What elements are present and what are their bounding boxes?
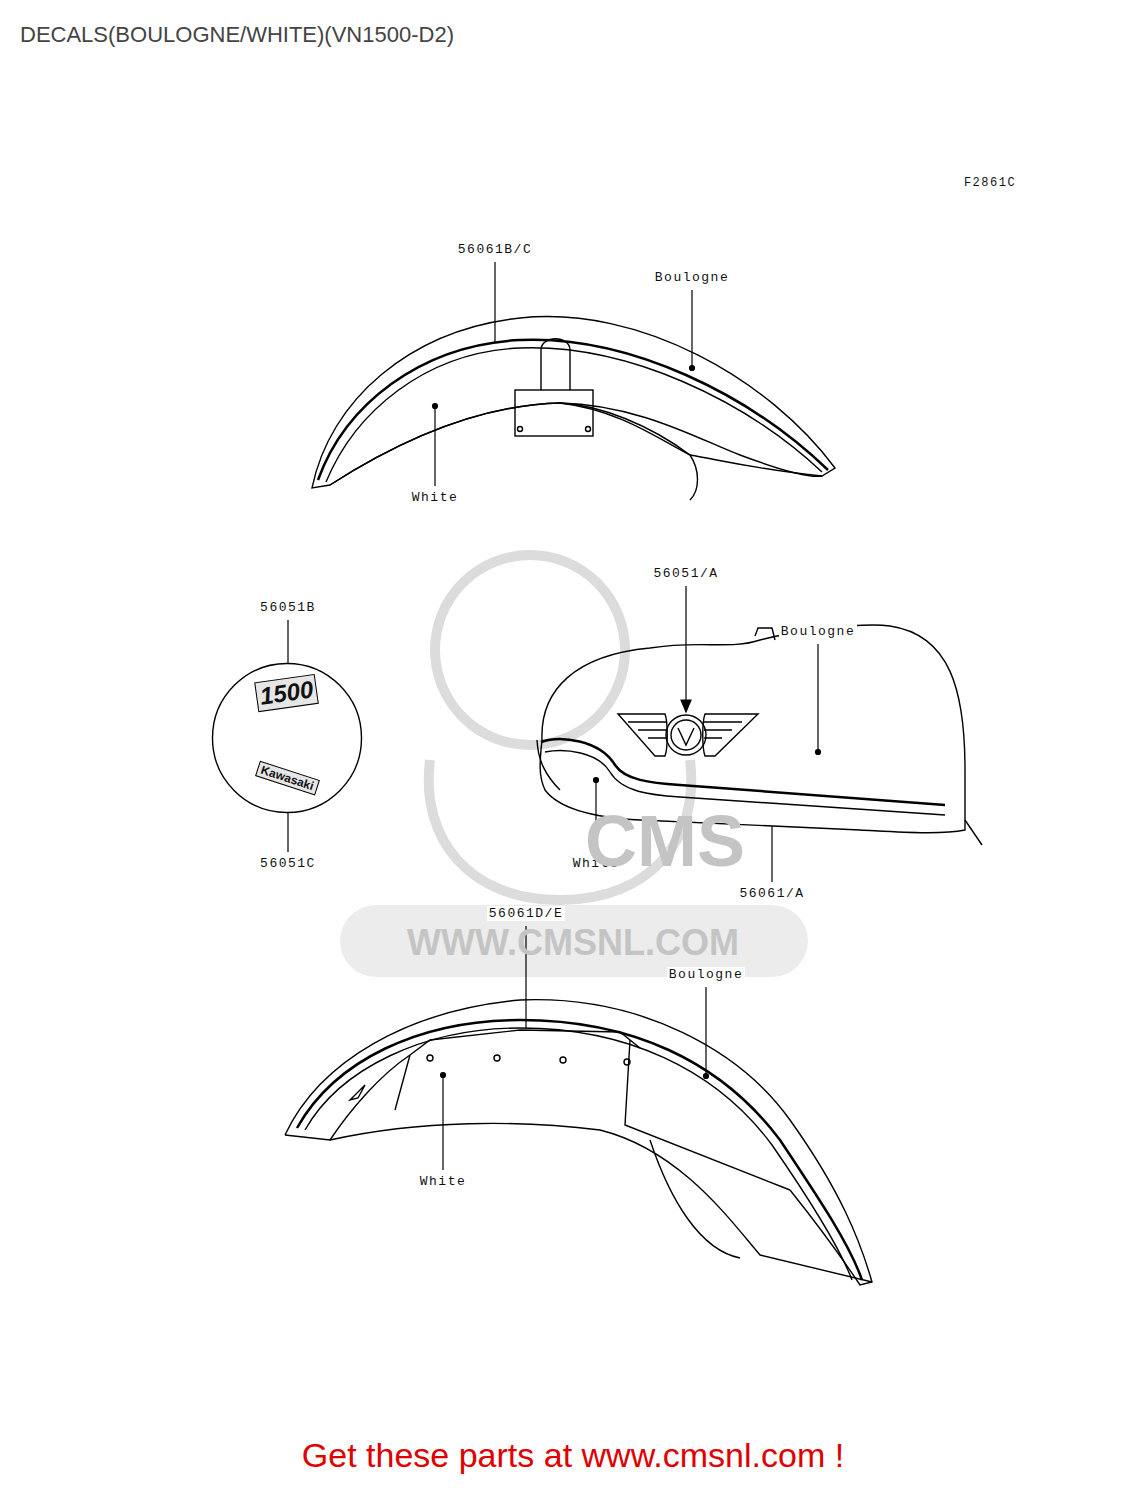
part-number: 56051/A [651, 566, 720, 581]
color-name: Boulogne [653, 270, 731, 285]
color-name: Boulogne [667, 967, 745, 982]
watermark: CMS [583, 800, 747, 883]
color-name: White [418, 1174, 469, 1189]
part-number: 56061/A [737, 886, 806, 901]
color-name: Boulogne [779, 624, 857, 639]
color-name: White [410, 490, 461, 505]
diagram-title: DECALS(BOULOGNE/WHITE)(VN1500-D2) [20, 22, 454, 48]
part-number: 56051C [258, 856, 318, 871]
promo-note: Get these parts at www.cmsnl.com ! [300, 1436, 846, 1475]
watermark: WWW.CMSNL.COM [405, 922, 741, 963]
part-number: 56051B [258, 600, 318, 615]
emblem-decal: 1500Kawasaki [211, 662, 363, 814]
part-number: 56061B/C [456, 242, 534, 257]
part-number: 56061D/E [487, 906, 565, 921]
figure-code: F2861C [962, 176, 1018, 190]
